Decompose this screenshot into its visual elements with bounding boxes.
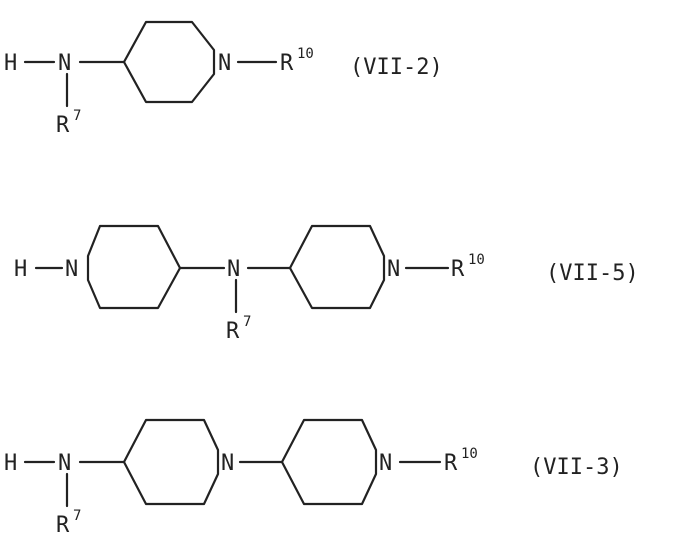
atom-n-ring1: N [65, 257, 78, 282]
piperidine-ring-2 [288, 224, 386, 310]
piperidine-ring-2 [280, 418, 378, 506]
compound-label-vii-5: (VII-5) [546, 261, 639, 286]
atom-n-amine: N [227, 257, 240, 282]
atom-r10-sup: 10 [297, 46, 314, 62]
atom-r7: R [56, 113, 70, 138]
atom-n-ring2: N [379, 451, 392, 476]
compound-label-vii-2: (VII-2) [350, 55, 443, 80]
structure-vii-2: H N N R 7 R 10 (VII-2) [4, 20, 443, 138]
piperidine-ring-1 [86, 224, 182, 310]
piperidine-ring-1 [122, 418, 220, 506]
atom-n-amine: N [58, 451, 71, 476]
atom-r7-sup: 7 [243, 314, 251, 330]
atom-r7-sup: 7 [73, 508, 81, 524]
atom-r7-sup: 7 [73, 108, 81, 124]
atom-h: H [4, 51, 17, 76]
atom-r10: R [444, 451, 458, 476]
atom-r10-sup: 10 [461, 446, 478, 462]
atom-r10: R [451, 257, 465, 282]
atom-n-amine: N [58, 51, 71, 76]
atom-n-ring: N [218, 51, 231, 76]
atom-h: H [14, 257, 27, 282]
compound-label-vii-3: (VII-3) [530, 455, 623, 480]
piperidine-ring [122, 20, 216, 104]
atom-r10: R [280, 51, 294, 76]
atom-h: H [4, 451, 17, 476]
atom-r7: R [56, 513, 70, 538]
structure-vii-5: H N N N R 7 R 10 (VII-5) [14, 224, 639, 344]
atom-r10-sup: 10 [468, 252, 485, 268]
atom-r7: R [226, 319, 240, 344]
structure-vii-3: H N N N R 7 R 10 (VII-3) [4, 418, 623, 538]
atom-n-ring1: N [221, 451, 234, 476]
atom-n-ring2: N [387, 257, 400, 282]
